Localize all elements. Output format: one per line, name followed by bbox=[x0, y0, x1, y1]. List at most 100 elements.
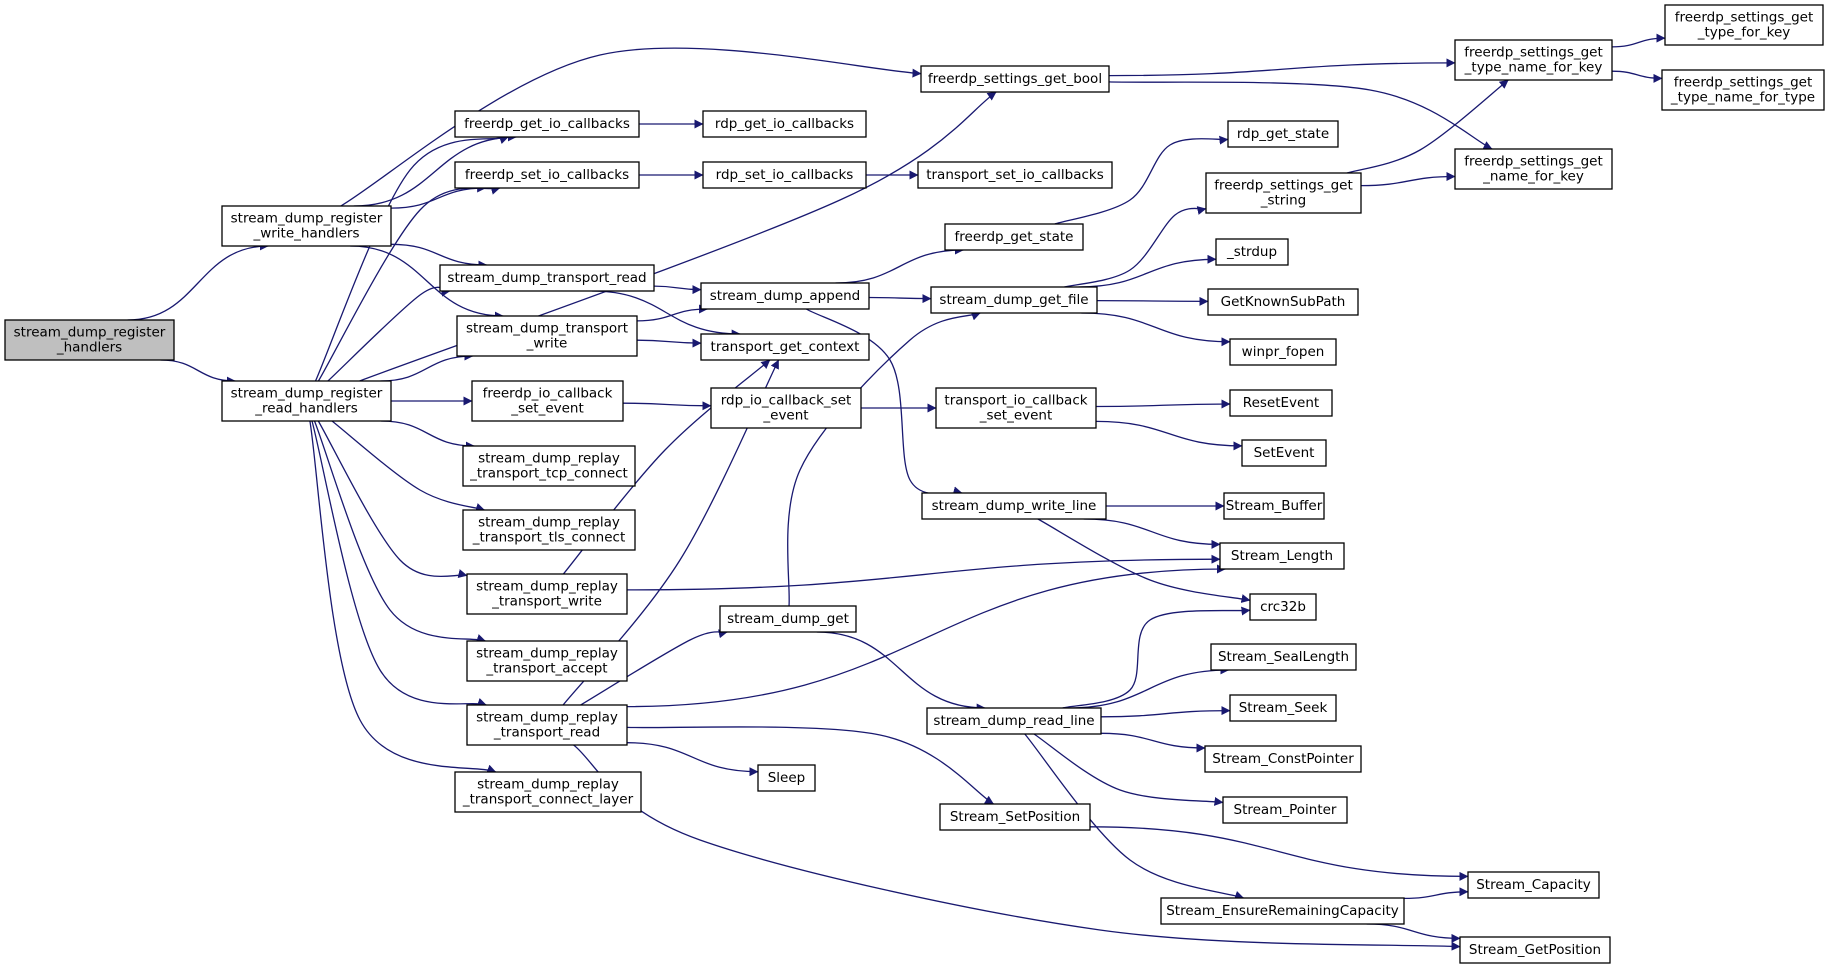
node-box[interactable] bbox=[1210, 643, 1357, 671]
node-name-for-key[interactable]: freerdp_settings_get_name_for_key bbox=[1454, 148, 1613, 190]
node-winpr-fopen[interactable]: winpr_fopen bbox=[1229, 338, 1337, 366]
node-box[interactable] bbox=[926, 707, 1102, 735]
node-box[interactable] bbox=[1160, 897, 1405, 925]
node-box[interactable] bbox=[456, 315, 638, 357]
node-box[interactable] bbox=[935, 387, 1097, 429]
node-rdp-io-set-event[interactable]: rdp_io_callback_set_event bbox=[710, 387, 862, 429]
node-box[interactable] bbox=[1229, 389, 1333, 417]
node-box[interactable] bbox=[1229, 694, 1337, 722]
node-transport-write[interactable]: stream_dump_transport_write bbox=[456, 315, 638, 357]
node-reset-event[interactable]: ResetEvent bbox=[1229, 389, 1333, 417]
node-box[interactable] bbox=[917, 161, 1113, 189]
node-get-io-cb[interactable]: freerdp_get_io_callbacks bbox=[454, 110, 640, 138]
node-type-name-for-type[interactable]: freerdp_settings_get_type_name_for_type bbox=[1661, 69, 1825, 111]
node-box[interactable] bbox=[454, 161, 640, 189]
node-settings-string[interactable]: freerdp_settings_get_string bbox=[1205, 172, 1362, 214]
node-box[interactable] bbox=[719, 605, 857, 633]
node-transport-io-set-event[interactable]: transport_io_callback_set_event bbox=[935, 387, 1097, 429]
node-sleep[interactable]: Sleep bbox=[757, 764, 816, 792]
node-transport-set-io[interactable]: transport_set_io_callbacks bbox=[917, 161, 1113, 189]
node-box[interactable] bbox=[1227, 120, 1339, 148]
node-get-state[interactable]: freerdp_get_state bbox=[944, 223, 1084, 251]
node-box[interactable] bbox=[1223, 492, 1325, 520]
node-settings-bool[interactable]: freerdp_settings_get_bool bbox=[920, 65, 1110, 93]
node-box[interactable] bbox=[700, 282, 870, 310]
node-box[interactable] bbox=[1661, 69, 1825, 111]
node-box[interactable] bbox=[939, 803, 1091, 831]
node-box[interactable] bbox=[466, 640, 628, 682]
node-rdp-get-state[interactable]: rdp_get_state bbox=[1227, 120, 1339, 148]
node-box[interactable] bbox=[944, 223, 1084, 251]
node-rdp-set-io[interactable]: rdp_set_io_callbacks bbox=[702, 161, 867, 189]
node-const-pointer[interactable]: Stream_ConstPointer bbox=[1204, 745, 1362, 773]
node-stream-length[interactable]: Stream_Length bbox=[1219, 542, 1345, 570]
node-box[interactable] bbox=[462, 509, 636, 551]
node-read-line[interactable]: stream_dump_read_line bbox=[926, 707, 1102, 735]
node-box[interactable] bbox=[4, 319, 175, 361]
node-box[interactable] bbox=[439, 264, 655, 292]
node-box[interactable] bbox=[1664, 4, 1824, 46]
node-box[interactable] bbox=[466, 704, 628, 746]
node-replay-write[interactable]: stream_dump_replay_transport_write bbox=[466, 573, 628, 615]
node-box[interactable] bbox=[1205, 172, 1362, 214]
node-box[interactable] bbox=[757, 764, 816, 792]
node-type-for-key[interactable]: freerdp_settings_get_type_for_key bbox=[1664, 4, 1824, 46]
node-transport-read[interactable]: stream_dump_transport_read bbox=[439, 264, 655, 292]
node-root[interactable]: stream_dump_register_handlers bbox=[4, 319, 175, 361]
node-get-position[interactable]: Stream_GetPosition bbox=[1459, 936, 1611, 964]
node-box[interactable] bbox=[1454, 39, 1613, 81]
node-box[interactable] bbox=[1204, 745, 1362, 773]
node-strdup[interactable]: _strdup bbox=[1215, 238, 1289, 266]
node-stream-seek[interactable]: Stream_Seek bbox=[1229, 694, 1337, 722]
node-set-io-cb[interactable]: freerdp_set_io_callbacks bbox=[454, 161, 640, 189]
node-box[interactable] bbox=[471, 380, 624, 422]
node-stream-buffer[interactable]: Stream_Buffer bbox=[1223, 492, 1325, 520]
node-box[interactable] bbox=[221, 380, 392, 422]
node-set-event[interactable]: SetEvent bbox=[1241, 439, 1327, 467]
node-box[interactable] bbox=[700, 333, 870, 361]
node-box[interactable] bbox=[1454, 148, 1613, 190]
node-box[interactable] bbox=[702, 110, 867, 138]
node-box[interactable] bbox=[466, 573, 628, 615]
node-box[interactable] bbox=[1229, 338, 1337, 366]
node-box[interactable] bbox=[1207, 288, 1359, 316]
node-rdp-get-io[interactable]: rdp_get_io_callbacks bbox=[702, 110, 867, 138]
node-set-position[interactable]: Stream_SetPosition bbox=[939, 803, 1091, 831]
node-box[interactable] bbox=[1215, 238, 1289, 266]
node-replay-read[interactable]: stream_dump_replay_transport_read bbox=[466, 704, 628, 746]
node-replay-tls[interactable]: stream_dump_replay_transport_tls_connect bbox=[462, 509, 636, 551]
node-box[interactable] bbox=[702, 161, 867, 189]
node-seal-length[interactable]: Stream_SealLength bbox=[1210, 643, 1357, 671]
node-write-line[interactable]: stream_dump_write_line bbox=[921, 492, 1107, 520]
node-box[interactable] bbox=[921, 492, 1107, 520]
node-replay-accept[interactable]: stream_dump_replay_transport_accept bbox=[466, 640, 628, 682]
node-stream-capacity[interactable]: Stream_Capacity bbox=[1467, 871, 1600, 899]
node-crc32b[interactable]: crc32b bbox=[1249, 593, 1317, 621]
node-get-context[interactable]: transport_get_context bbox=[700, 333, 870, 361]
node-box[interactable] bbox=[1222, 796, 1348, 824]
node-replay-tcp[interactable]: stream_dump_replay_transport_tcp_connect bbox=[462, 445, 636, 487]
node-box[interactable] bbox=[221, 205, 392, 247]
node-write-handlers[interactable]: stream_dump_register_write_handlers bbox=[221, 205, 392, 247]
node-type-name-for-key[interactable]: freerdp_settings_get_type_name_for_key bbox=[1454, 39, 1613, 81]
node-box[interactable] bbox=[1219, 542, 1345, 570]
node-box[interactable] bbox=[1459, 936, 1611, 964]
node-box[interactable] bbox=[1241, 439, 1327, 467]
node-box[interactable] bbox=[462, 445, 636, 487]
node-known-subpath[interactable]: GetKnownSubPath bbox=[1207, 288, 1359, 316]
node-box[interactable] bbox=[930, 286, 1098, 314]
node-box[interactable] bbox=[920, 65, 1110, 93]
node-ensure-capacity[interactable]: Stream_EnsureRemainingCapacity bbox=[1160, 897, 1405, 925]
node-replay-layer[interactable]: stream_dump_replay_transport_connect_lay… bbox=[454, 771, 642, 813]
node-box[interactable] bbox=[1467, 871, 1600, 899]
node-dump-get[interactable]: stream_dump_get bbox=[719, 605, 857, 633]
node-box[interactable] bbox=[1249, 593, 1317, 621]
node-read-handlers[interactable]: stream_dump_register_read_handlers bbox=[221, 380, 392, 422]
node-box[interactable] bbox=[710, 387, 862, 429]
node-stream-pointer[interactable]: Stream_Pointer bbox=[1222, 796, 1348, 824]
node-box[interactable] bbox=[454, 771, 642, 813]
node-box[interactable] bbox=[454, 110, 640, 138]
node-io-cb-set-event[interactable]: freerdp_io_callback_set_event bbox=[471, 380, 624, 422]
node-append[interactable]: stream_dump_append bbox=[700, 282, 870, 310]
node-get-file[interactable]: stream_dump_get_file bbox=[930, 286, 1098, 314]
